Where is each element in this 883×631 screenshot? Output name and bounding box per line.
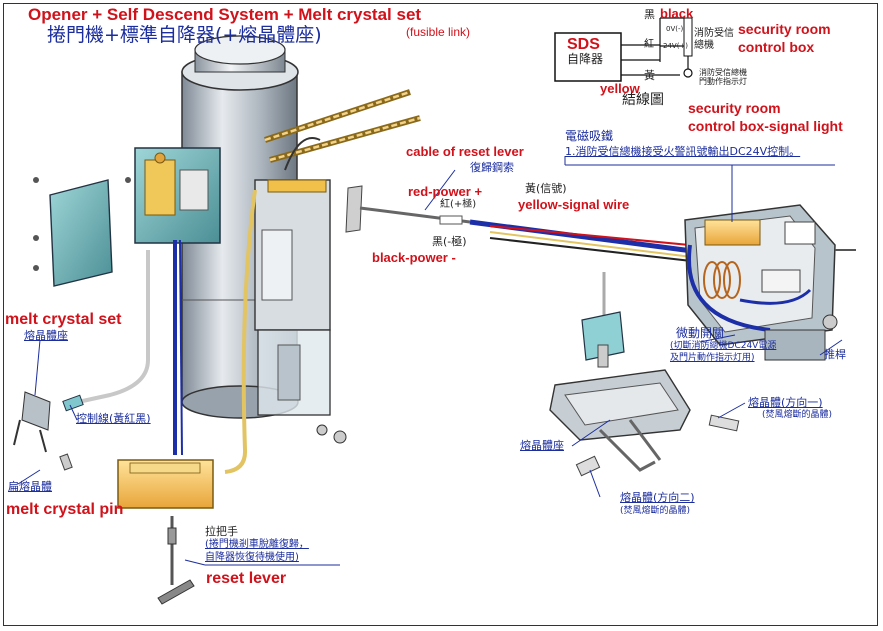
micro-switch-note-1: (切斷消防總機DC24V電源 [670, 341, 777, 351]
electromagnet-note: 1.消防受信總機接受火警訊號輸出DC24V控制。 [565, 145, 801, 158]
security-light-line1: security room [688, 100, 781, 116]
title-note: (fusible link) [406, 25, 471, 39]
black-power-label: black-power - [372, 250, 456, 265]
wire-red-zh: 紅 [644, 39, 654, 50]
wire-yellow-zh: 黃 [644, 69, 655, 82]
diagram-frame [3, 3, 878, 626]
wire-black-en: black [660, 6, 694, 21]
flat-crystal-zh: 扁熔晶體 [8, 480, 52, 493]
reset-lever-label: reset lever [206, 570, 287, 587]
cable-reset-label: cable of reset lever [406, 144, 524, 159]
signal-light-zh: 消防受信總機門動作指示灯 [699, 68, 747, 87]
crystal-dir1-note: (焚風熔斷的晶體) [762, 410, 833, 420]
melt-pin-label: melt crystal pin [6, 501, 124, 518]
opener-motor [33, 35, 421, 605]
crystal-dir2-note: (焚風熔斷的晶體) [620, 506, 691, 516]
crystal-dir2-zh: 熔晶體(方向二) [620, 491, 695, 504]
sds-zh: 自降器 [567, 52, 604, 66]
sds-label: SDS [567, 36, 600, 53]
red-zh-label: 紅(+極) [440, 199, 477, 210]
security-box-line2: control box [738, 39, 815, 55]
crystal-dir1-zh: 熔晶體(方向一) [748, 396, 823, 409]
security-box-line1: security room [738, 21, 831, 37]
sds-box [554, 32, 622, 82]
black-zh-label: 黑(-極) [432, 235, 467, 248]
pull-handle-note-2: 自降器恢復待機使用) [205, 552, 299, 563]
micro-switch-note-2: 及門片動作指示灯用) [670, 353, 755, 363]
melt-set-label: melt crystal set [5, 311, 122, 328]
melt-crystal-base [549, 272, 740, 477]
security-light-line2: control box-signal light [688, 118, 843, 134]
push-rod-zh: 推桿 [824, 348, 846, 361]
terminal-0v: 0V(-) [666, 25, 684, 33]
title-zh: 捲門機+標準自降器(+熔晶體座) [47, 24, 322, 46]
melt-set-zh: 熔晶體座 [24, 329, 68, 342]
micro-switch-zh: 微動開關 [676, 326, 725, 340]
crystal-base-zh: 熔晶體座 [520, 439, 564, 452]
wiring-diagram [554, 17, 693, 82]
control-line-zh: 控制線(黃紅黑) [76, 412, 151, 425]
reset-cable-connector [345, 185, 701, 263]
self-descend-unit [684, 204, 856, 361]
reset-cable-zh: 復歸鋼索 [470, 161, 514, 174]
red-power-label: red-power + [408, 184, 483, 199]
terminal-24v: 24V(+) [663, 42, 689, 50]
pull-handle-note-1: (捲門機剎車脫離復歸， [205, 539, 309, 550]
electromagnet-zh: 電磁吸鐵 [565, 129, 614, 143]
melt-crystal-set [13, 391, 84, 471]
leader-lines [17, 156, 843, 566]
yellow-signal-zh: 黃(信號) [525, 182, 567, 195]
control-box-zh: 消防受信總機 [694, 28, 734, 51]
yellow-signal-label: yellow-signal wire [518, 197, 630, 212]
title-en: Opener + Self Descend System + Melt crys… [28, 5, 422, 24]
wire-yellow-en: yellow [600, 81, 640, 96]
wiring-diagram-zh: 結線圖 [622, 92, 664, 108]
pull-handle-zh: 拉把手 [205, 525, 238, 538]
wire-black-zh: 黑 [644, 8, 655, 21]
